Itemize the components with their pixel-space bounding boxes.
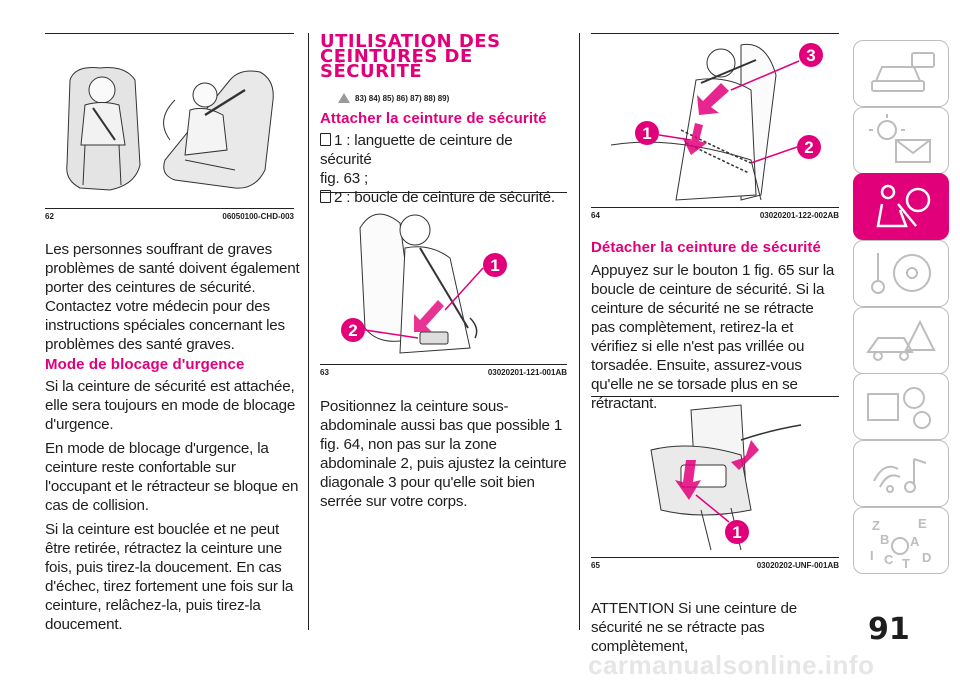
paragraph-1: Si la ceinture de sécurité est attachée,…: [45, 378, 296, 433]
figure-65-rule: [591, 557, 839, 558]
figure-62-rule: [45, 208, 294, 209]
index-letter: C: [884, 552, 894, 567]
figure-64-code: 03020201-122-002AB: [759, 211, 839, 220]
col2-paragraph: Positionnez la ceinture sous-abdominale …: [320, 397, 570, 516]
top-rule-col1: [45, 33, 294, 34]
tab-index[interactable]: Z E B A I C T D: [853, 507, 949, 574]
car-dashboard-icon: [871, 52, 935, 92]
title-line-2: CEINTURES DE: [320, 46, 473, 67]
list-item-cont: fig. 63 ;: [320, 170, 369, 187]
list-item: 1 : languette de ceinture de sécurité: [320, 131, 560, 169]
figure-65-code: 03020202-UNF-001AB: [756, 561, 839, 570]
index-letter: A: [910, 534, 920, 549]
maintenance-gear-icon: [867, 387, 931, 429]
heading-emergency-lock: Mode de blocage d'urgence: [45, 356, 245, 373]
figure-65-buckle: 1: [650, 404, 802, 551]
item-1-text: 1 : languette de ceinture de sécurité: [320, 132, 513, 168]
figure-65-number: 65: [591, 561, 600, 570]
attention-paragraph: ATTENTION Si une ceinture de sécurité ne…: [591, 600, 797, 655]
col2-list: 1 : languette de ceinture de sécurité fi…: [320, 131, 560, 207]
intro-paragraph: Les personnes souffrant de graves problè…: [45, 241, 300, 353]
tab-dashboard[interactable]: [853, 40, 949, 107]
warning-triangle-icon: [338, 93, 350, 103]
tab-emergency[interactable]: [853, 307, 949, 374]
figure-65-callout-1: 1: [732, 523, 741, 542]
item-2-text: 2 : boucle de ceinture de sécurité.: [334, 189, 555, 206]
unfasten-paragraph: Appuyez sur le bouton 1 fig. 65 sur la b…: [591, 262, 835, 412]
key-steering-icon: [871, 253, 931, 294]
refs-text: 83) 84) 85) 86) 87) 88) 89): [355, 93, 450, 103]
tab-multimedia[interactable]: [853, 440, 949, 507]
figure-65-caption: 65 03020202-UNF-001AB: [591, 561, 839, 570]
road-warning-icon: [866, 319, 936, 361]
figure-63-caption: 63 03020201-121-001AB: [320, 368, 567, 377]
figure-64-number: 64: [591, 211, 600, 220]
figure-63-top-rule: [320, 192, 567, 193]
figure-64-callout-2: 2: [804, 138, 813, 157]
figure-65-top-rule: [591, 396, 839, 397]
watermark: carmanualsonline.info: [588, 650, 875, 680]
section-title: UTILISATION DES CEINTURES DE SÉCURITÉ: [320, 31, 501, 82]
figure-64-rule: [591, 207, 839, 208]
airbag-safety-icon: [876, 184, 931, 228]
figure-62-number: 62: [45, 212, 54, 221]
figure-62-child-seats: [66, 67, 274, 191]
figure-63-rule: [320, 364, 567, 365]
warning-references: 83) 84) 85) 86) 87) 88) 89): [337, 92, 449, 104]
figure-64-belt-position: 3 1 2: [610, 43, 823, 201]
col3-paragraph: Appuyez sur le bouton 1 fig. 65 sur la b…: [591, 261, 841, 418]
tab-maintenance[interactable]: [853, 373, 949, 440]
column-divider-1: [308, 33, 309, 630]
list-item: 2 : boucle de ceinture de sécurité.: [320, 188, 560, 207]
index-letter: B: [880, 532, 889, 547]
checkbox-icon: [320, 190, 331, 203]
page-number: 91: [868, 612, 910, 647]
index-letters-icon: Z E B A I C T D: [870, 516, 931, 571]
figure-64-callout-3: 3: [806, 46, 815, 65]
col1-text: Les personnes souffrant de graves problè…: [45, 240, 300, 359]
figure-63-code: 03020201-121-001AB: [487, 368, 567, 377]
figure-62-caption: 62 06050100-CHD-003: [45, 212, 294, 221]
warning-lights-icon: [869, 114, 931, 163]
title-line-3: SÉCURITÉ: [320, 61, 423, 82]
figure-63-number: 63: [320, 368, 329, 377]
paragraph-2: En mode de blocage d'urgence, la ceintur…: [45, 440, 299, 514]
index-letter: D: [922, 550, 931, 565]
index-letter: E: [918, 516, 927, 531]
figure-64-callout-1: 1: [642, 124, 651, 143]
position-belt-paragraph: Positionnez la ceinture sous-abdominale …: [320, 398, 567, 510]
figure-63-callout-2: 2: [348, 321, 357, 340]
heading-unfasten-belt: Détacher la ceinture de sécurité: [591, 239, 821, 256]
tab-starting-driving[interactable]: [853, 240, 949, 307]
figure-63-callout-1: 1: [490, 256, 499, 275]
index-letter: I: [870, 548, 874, 563]
col1-text-2: Si la ceinture de sécurité est attachée,…: [45, 377, 300, 639]
column-divider-2: [579, 33, 580, 630]
figure-64-caption: 64 03020201-122-002AB: [591, 211, 839, 220]
checkbox-icon: [320, 133, 331, 146]
multimedia-icon: [873, 458, 927, 493]
index-letter: Z: [872, 518, 880, 533]
paragraph-3: Si la ceinture est bouclée et ne peut êt…: [45, 521, 294, 633]
attention-text: ATTENTION Si une ceinture de sécurité ne…: [591, 599, 841, 661]
title-line-1: UTILISATION DES: [320, 31, 501, 52]
figure-63-fasten-belt: 1 2: [341, 213, 507, 354]
figure-62-code: 06050100-CHD-003: [222, 212, 294, 221]
top-rule-col3: [591, 33, 839, 34]
index-letter: T: [902, 556, 910, 571]
tab-safety[interactable]: [853, 173, 949, 240]
tab-warning-lights[interactable]: [853, 107, 949, 174]
heading-fasten-belt: Attacher la ceinture de sécurité: [320, 110, 547, 127]
